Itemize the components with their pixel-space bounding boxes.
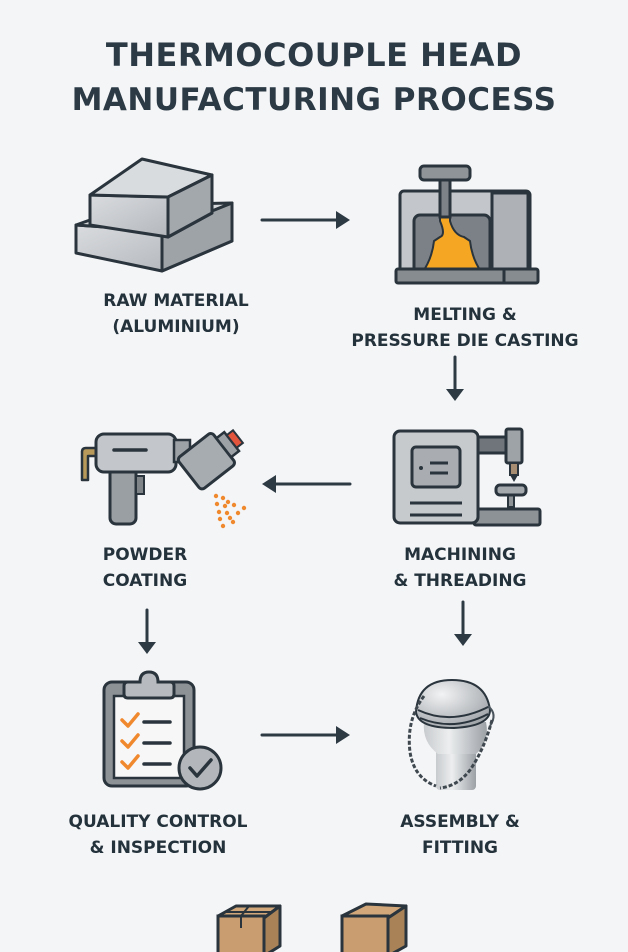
step-label-line: COATING [102,571,188,591]
powder-spray-dots [213,493,247,529]
step-label-line: QUALITY CONTROL [68,812,248,832]
step-label-line: & THREADING [393,571,527,591]
step-label-powder-coating: POWDER COATING [60,542,230,594]
step-label-line: (ALUMINIUM) [112,317,240,337]
box-icon [340,902,408,952]
arrow-down-icon [138,608,156,654]
step-label-line: MACHINING [404,545,516,565]
step-label-line: FITTING [421,838,499,858]
clipboard-checklist-icon [102,670,223,791]
step-label-line: RAW MATERIAL [103,291,249,311]
arrow-right-icon [260,211,350,229]
spray-gun-icon [80,428,247,529]
arrow-left-icon [262,475,352,493]
page-title-line-2: MANUFACTURING PROCESS [71,82,557,118]
step-label-raw-material: RAW MATERIAL (ALUMINIUM) [60,288,292,340]
step-label-line: & INSPECTION [89,838,227,858]
thermocouple-head-icon [407,678,495,790]
step-label-quality-control: QUALITY CONTROL & INSPECTION [48,809,268,861]
step-label-machining: MACHINING & THREADING [350,542,570,594]
die-casting-press-icon [394,164,540,285]
step-label-line: MELTING & [413,305,517,325]
arrow-down-icon [454,600,472,646]
arrow-right-icon [260,726,350,744]
sealed-box-icon [216,904,282,952]
step-label-assembly: ASSEMBLY & FITTING [360,809,560,861]
step-label-line: PRESSURE DIE CASTING [351,331,579,351]
page-title-line-1: THERMOCOUPLE HEAD [105,36,523,74]
step-label-die-casting: MELTING & PRESSURE DIE CASTING [335,302,595,354]
step-label-line: POWDER [102,545,188,565]
cnc-machine-icon [392,427,542,527]
arrow-down-icon [446,355,464,401]
step-label-line: ASSEMBLY & [400,812,520,832]
aluminium-blocks-icon [74,157,234,273]
